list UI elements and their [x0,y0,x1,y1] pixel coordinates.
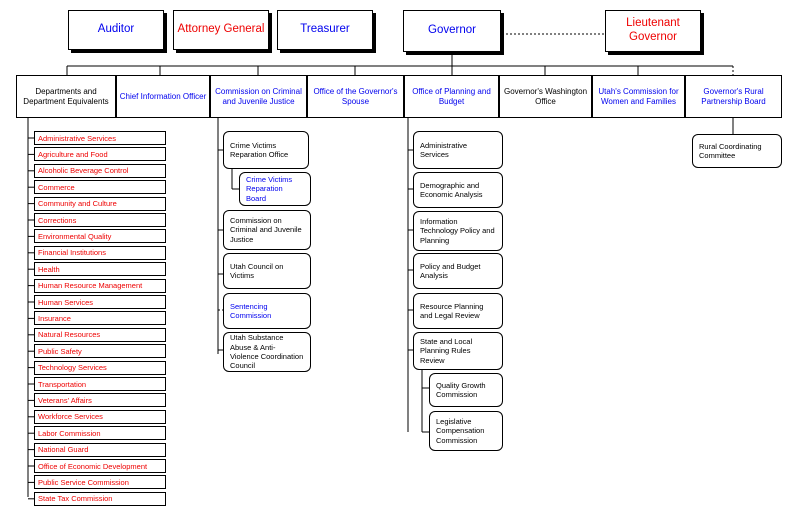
rural-coordinating-box: Rural Coordinating Committee [692,134,782,168]
quality-growth-box: Quality Growth Commission [429,373,503,407]
substance-abuse-box: Utah Substance Abuse & Anti-Violence Coo… [223,332,311,372]
lieutenant-governor-box: Lieutenant Governor [605,10,701,52]
washington-box: Governor's Washington Office [499,75,592,118]
department-item: Labor Commission [34,426,166,441]
women-label: Utah's Commission for Women and Families [598,86,679,106]
department-item: Veterans' Affairs [34,393,166,408]
ccjj-box: Commission on Criminal and Juvenile Just… [210,75,307,118]
department-item: Administrative Services [34,131,166,145]
attorney-general-box: Attorney General [173,10,269,50]
department-item: Agriculture and Food [34,147,166,162]
legislative-box: Legislative Compensation Commission [429,411,503,451]
sentencing-box: Sentencing Commission [223,293,311,329]
department-item: Public Service Commission [34,475,166,490]
demographic-box: Demographic and Economic Analysis [413,172,503,208]
policy-budget-label: Policy and Budget Analysis [420,261,481,280]
resource-planning-box: Resource Planning and Legal Review [413,293,503,329]
department-item: Technology Services [34,360,166,375]
auditor-label: Auditor [97,23,135,36]
council-victims-label: Utah Council on Victims [230,261,284,280]
department-item: Commerce [34,180,166,195]
department-item: Human Services [34,295,166,309]
policy-budget-box: Policy and Budget Analysis [413,253,503,289]
admin-services-box: Administrative Services [413,131,503,169]
auditor-box: Auditor [68,10,164,50]
attorney-general-label: Attorney General [177,23,265,36]
rural-coordinating-label: Rural Coordinating Committee [699,141,762,160]
women-box: Utah's Commission for Women and Families [592,75,685,118]
governor-label: Governor [428,24,476,37]
department-item: Health [34,262,166,277]
department-item: State Tax Commission [34,491,166,506]
legislative-label: Legislative Compensation Commission [436,416,485,445]
planning-box: Office of Planning and Budget [404,75,499,118]
department-item: National Guard [34,442,166,457]
cio-box: Chief Information Officer [116,75,210,118]
department-item: Financial Institutions [34,245,166,260]
reparation-board-label: Crime Victims Reparation Board [246,174,293,203]
department-item: Alcoholic Beverage Control [34,163,166,178]
governor-box: Governor [403,10,501,52]
lieutenant-governor-label: Lieutenant Governor [626,17,680,43]
department-item: Human Resource Management [34,278,166,293]
planning-label: Office of Planning and Budget [412,86,491,106]
department-item: Corrections [34,213,166,227]
substance-abuse-label: Utah Substance Abuse & Anti-Violence Coo… [230,333,304,371]
ccjj-juvenile-box: Commission on Criminal and Juvenile Just… [223,210,311,250]
it-policy-label: Information Technology Policy and Planni… [420,216,495,245]
rural-box: Governor's Rural Partnership Board [685,75,782,118]
department-item: Public Safety [34,344,166,359]
cio-label: Chief Information Officer [119,91,207,101]
department-item: Natural Resources [34,327,166,342]
sentencing-label: Sentencing Commission [230,301,272,320]
department-item: Workforce Services [34,409,166,424]
ccjj-juvenile-label: Commission on Criminal and Juvenile Just… [230,215,302,244]
spouse-box: Office of the Governor's Spouse [307,75,404,118]
treasurer-label: Treasurer [300,23,350,36]
washington-label: Governor's Washington Office [503,86,588,106]
department-item: Office of Economic Development [34,459,166,473]
demographic-label: Demographic and Economic Analysis [420,180,483,199]
crime-victims-office-box: Crime Victims Reparation Office [223,131,309,169]
quality-growth-label: Quality Growth Commission [436,380,486,399]
treasurer-box: Treasurer [277,10,373,50]
resource-planning-label: Resource Planning and Legal Review [420,301,484,320]
department-item: Environmental Quality [34,229,166,244]
departments-label: Departments and Department Equivalents [23,86,109,106]
ccjj-label: Commission on Criminal and Juvenile Just… [215,86,302,106]
department-item: Community and Culture [34,196,166,211]
state-local-label: State and Local Planning Rules Review [420,336,473,365]
departments-box: Departments and Department Equivalents [16,75,116,118]
department-item: Transportation [34,377,166,391]
spouse-label: Office of the Governor's Spouse [313,86,398,106]
it-policy-box: Information Technology Policy and Planni… [413,211,503,251]
rural-label: Governor's Rural Partnership Board [701,86,766,106]
state-local-box: State and Local Planning Rules Review [413,332,503,370]
crime-victims-office-label: Crime Victims Reparation Office [230,140,289,159]
council-victims-box: Utah Council on Victims [223,253,311,289]
reparation-board-box: Crime Victims Reparation Board [239,172,311,206]
admin-services-label: Administrative Services [420,140,468,159]
department-item: Insurance [34,311,166,326]
